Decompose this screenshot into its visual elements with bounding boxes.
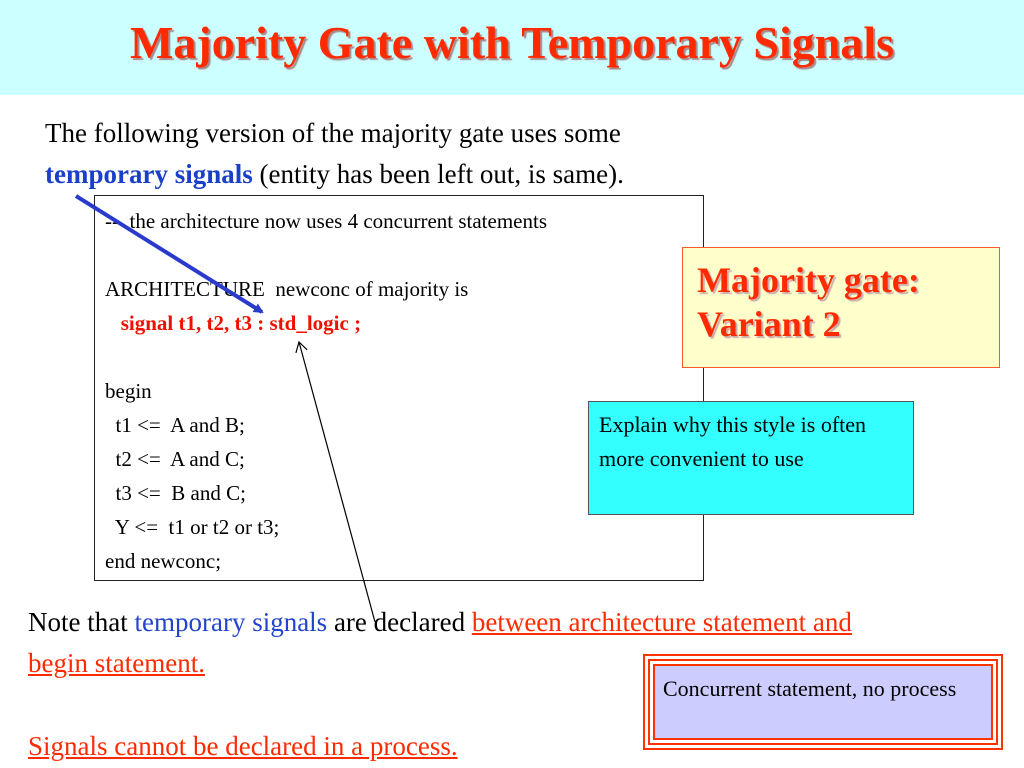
code-line [105,238,693,272]
note-signals-process: Signals cannot be declared in a process. [28,731,458,761]
intro-highlight: temporary signals [45,159,253,189]
code-line: begin [105,379,152,403]
title-bar [0,0,1024,95]
code-line: t3 <= B and C; [105,481,246,505]
note-prefix: Note that [28,607,135,637]
variant-line1: Majority gate: [697,260,920,300]
intro-line2: (entity has been left out, is same). [252,159,624,189]
note-text: Note that temporary signals are declared… [28,602,908,684]
code-box: -- the architecture now uses 4 concurren… [94,195,704,581]
intro-text: The following version of the majority ga… [45,113,805,195]
code-line: ARCHITECTURE newconc of majority is [105,277,469,301]
code-line: Y <= t1 or t2 or t3; [105,515,280,539]
code-line: t2 <= A and C; [105,447,245,471]
code-line: end newconc; [105,549,222,573]
code-line-signal-decl: signal t1, t2, t3 : std_logic ; [105,311,362,335]
note-blue: temporary signals [134,607,328,637]
code-line [105,340,693,374]
code-line: -- the architecture now uses 4 concurren… [105,209,547,233]
note-red: between architecture statement and begin… [28,607,852,678]
code-line: t1 <= A and B; [105,413,245,437]
variant-line2: Variant 2 [697,304,841,344]
concurrent-callout: Concurrent statement, no process [643,654,1003,750]
slide-title: Majority Gate with Temporary Signals [129,17,895,68]
intro-line1: The following version of the majority ga… [45,118,621,148]
explain-callout: Explain why this style is often more con… [588,401,914,515]
concurrent-frame: Concurrent statement, no process [648,659,998,745]
variant-callout: Majority gate: Variant 2 [682,247,1000,368]
note-middle: are declared [327,607,472,637]
concurrent-text: Concurrent statement, no process [653,664,993,740]
